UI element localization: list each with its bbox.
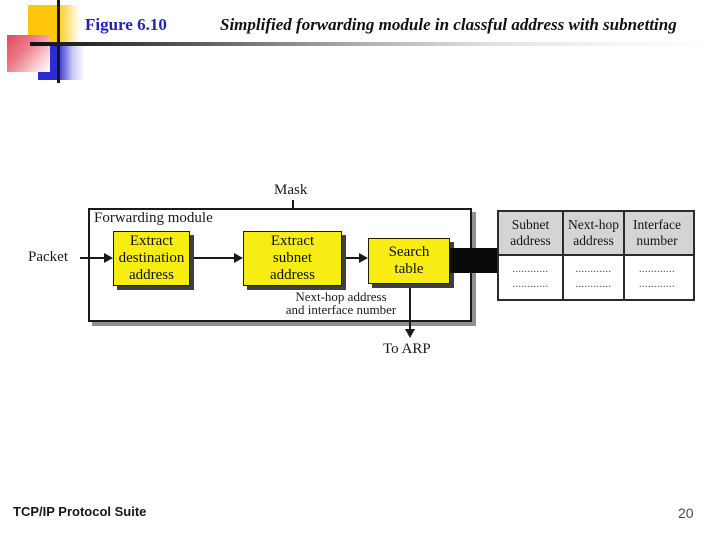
extract-destination-address-box: Extract destination address (113, 231, 190, 286)
forwarding-module-label: Forwarding module (94, 210, 213, 226)
title-divider-rule (30, 42, 715, 46)
to-arp-label: To ARP (383, 341, 431, 357)
mask-label: Mask (274, 182, 308, 198)
routing-table-column-subnet: ............ ............ (499, 256, 564, 299)
packet-arrowhead-icon (104, 253, 113, 263)
routing-table-header-interface: Interface number (633, 217, 681, 248)
table-cell-dots: ............ (575, 279, 612, 290)
packet-label: Packet (28, 249, 68, 265)
table-cell-dots: ............ (512, 264, 549, 275)
routing-table-column-nexthop: ............ ............ (564, 256, 625, 299)
table-cell-dots: ............ (639, 279, 675, 290)
decoration-vertical-line (57, 0, 60, 83)
to-arp-arrowhead-icon (405, 329, 415, 338)
routing-table: Subnet address Next-hop address Interfac… (497, 210, 695, 301)
arrowhead-dest-to-subnet-icon (234, 253, 243, 263)
table-cell-dots: ............ (512, 279, 549, 290)
routing-table-column-interface: ............ ............ (625, 256, 689, 299)
extract-subnet-address-box: Extract subnet address (243, 231, 342, 286)
arrow-line-dest-to-subnet (190, 257, 237, 259)
table-cell-dots: ............ (639, 264, 675, 275)
footer-title: TCP/IP Protocol Suite (13, 504, 147, 519)
packet-arrow-line (80, 257, 106, 259)
arrow-line-subnet-to-search (342, 257, 361, 259)
search-to-table-connector (450, 248, 497, 273)
slide-title: Simplified forwarding module in classful… (220, 15, 677, 34)
slide-page-number: 20 (678, 505, 694, 521)
routing-table-body: ............ ............ ............ .… (499, 256, 693, 299)
search-table-box: Search table (368, 238, 450, 284)
routing-table-header-nexthop: Next-hop address (564, 212, 625, 254)
to-arp-line (409, 284, 411, 330)
output-note: Next-hop address and interface number (285, 289, 397, 317)
table-cell-dots: ............ (575, 264, 612, 275)
routing-table-header-subnet: Subnet address (499, 212, 564, 254)
routing-table-header-row: Subnet address Next-hop address Interfac… (499, 212, 693, 256)
figure-number-label: Figure 6.10 (85, 15, 167, 34)
arrowhead-subnet-to-search-icon (359, 253, 368, 263)
decoration-red-square (7, 35, 50, 72)
